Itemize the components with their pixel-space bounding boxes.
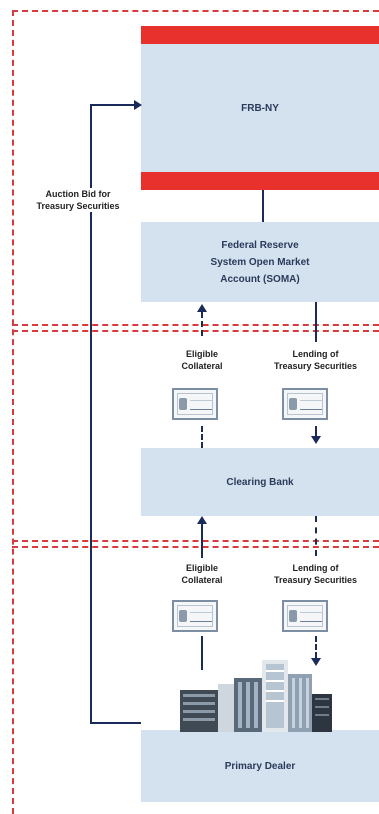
section-divider-1	[12, 324, 379, 326]
soma-line-1: Federal Reserve	[221, 239, 299, 251]
lower-collateral-line-bottom	[201, 636, 203, 670]
lower-collateral-arrowhead	[197, 516, 207, 524]
frb-ny-label: FRB-NY	[241, 102, 279, 114]
auction-line-top	[90, 104, 134, 106]
auction-arrowhead	[134, 100, 142, 110]
lower-lending-line-2: Treasury Securities	[273, 575, 358, 585]
frb-ny-box: FRB-NY	[141, 44, 379, 172]
certificate-icon	[172, 600, 218, 632]
section-divider-2	[12, 540, 379, 542]
soma-line-2: System Open Market	[210, 256, 310, 268]
upper-collateral-label: Eligible Collateral	[160, 348, 244, 372]
certificate-icon	[172, 388, 218, 420]
upper-collateral-line-bottom	[201, 426, 203, 448]
lower-collateral-line-top	[201, 524, 203, 558]
soma-box: Federal Reserve System Open Market Accou…	[141, 222, 379, 302]
upper-lending-line-top	[315, 302, 317, 342]
lower-collateral-line-2: Collateral	[181, 575, 223, 585]
upper-lending-arrowhead	[311, 436, 321, 444]
frame-top-border	[12, 10, 379, 12]
lower-collateral-line-1: Eligible	[185, 563, 218, 573]
auction-bid-line-1: Auction Bid for	[45, 189, 111, 199]
frb-soma-connector	[262, 190, 264, 222]
auction-line-bottom	[90, 722, 141, 724]
upper-lending-label: Lending of Treasury Securities	[252, 348, 379, 372]
lower-lending-line-bottom	[315, 636, 317, 658]
upper-lending-line-bottom	[315, 426, 317, 436]
certificate-icon	[282, 600, 328, 632]
primary-dealer-box: Primary Dealer	[141, 730, 379, 802]
frb-ny-bottom-bar	[141, 172, 379, 190]
auction-line-vertical	[90, 104, 92, 724]
section-divider-2b	[12, 546, 379, 548]
clearing-bank-box: Clearing Bank	[141, 448, 379, 516]
clearing-bank-label: Clearing Bank	[226, 476, 294, 488]
auction-bid-line-2: Treasury Securities	[36, 201, 120, 211]
lower-collateral-label: Eligible Collateral	[160, 562, 244, 586]
lower-lending-line-top	[315, 516, 317, 556]
upper-collateral-line-1: Eligible	[185, 349, 218, 359]
auction-bid-label: Auction Bid for Treasury Securities	[18, 188, 138, 212]
building-icon	[180, 660, 332, 732]
lower-lending-line-1: Lending of	[292, 563, 339, 573]
primary-dealer-label: Primary Dealer	[224, 760, 296, 772]
upper-lending-line-2: Treasury Securities	[273, 361, 358, 371]
upper-collateral-line-top	[201, 312, 203, 336]
soma-line-3: Account (SOMA)	[220, 273, 300, 285]
lower-lending-label: Lending of Treasury Securities	[252, 562, 379, 586]
upper-lending-line-1: Lending of	[292, 349, 339, 359]
frame-left-border	[12, 10, 14, 814]
frb-ny-top-bar	[141, 26, 379, 44]
certificate-icon	[282, 388, 328, 420]
upper-collateral-arrowhead	[197, 304, 207, 312]
lower-lending-arrowhead	[311, 658, 321, 666]
upper-collateral-line-2: Collateral	[181, 361, 223, 371]
section-divider-1b	[12, 330, 379, 332]
